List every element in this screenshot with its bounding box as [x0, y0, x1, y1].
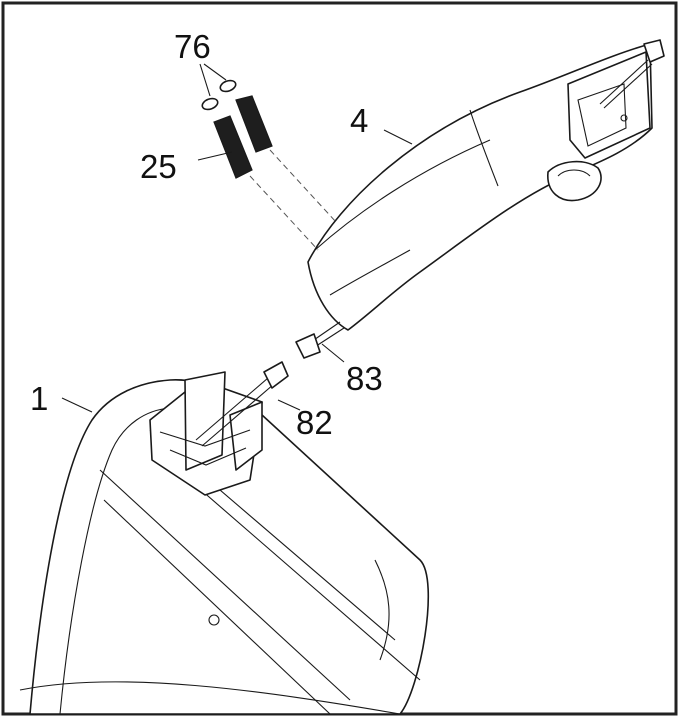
callout-4: 4 [350, 102, 368, 139]
part-4-upper-console [295, 39, 665, 359]
leader-76-a [199, 63, 211, 97]
callout-25: 25 [140, 148, 177, 185]
assembly-line [249, 175, 319, 251]
connector-82 [263, 361, 289, 389]
callout-1: 1 [30, 380, 48, 417]
callout-82: 82 [296, 404, 333, 441]
assembly-line [269, 149, 337, 223]
part-1-console-mast [19, 361, 430, 715]
leader-25 [197, 151, 233, 161]
leader-83 [321, 343, 345, 363]
leader-82 [277, 399, 301, 411]
leader-4 [383, 129, 413, 145]
part-25-grips [213, 95, 273, 179]
leader-76-b [203, 63, 227, 81]
callout-83: 83 [346, 360, 383, 397]
connector-83 [295, 333, 321, 359]
screw-hole [208, 614, 220, 626]
part-76-caps [201, 79, 237, 111]
callout-76: 76 [174, 28, 211, 65]
leader-1 [61, 397, 93, 413]
